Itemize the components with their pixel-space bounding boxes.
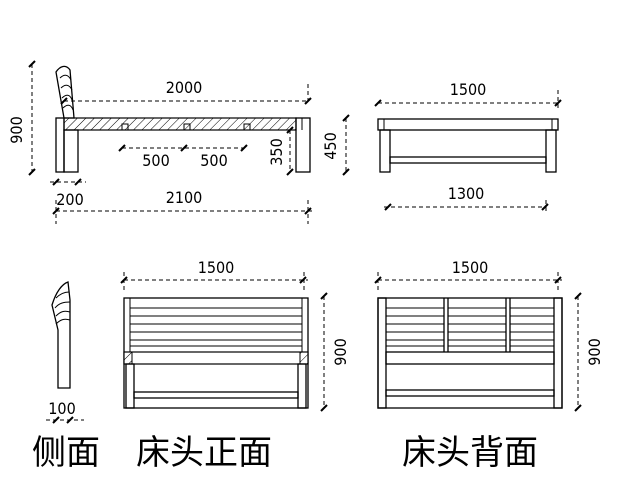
foot-end <box>295 117 311 173</box>
front-slats <box>130 307 302 347</box>
dim-bed-height: 450 <box>321 132 340 159</box>
headboard-side-detail: 100 <box>46 281 84 424</box>
end-leg-right <box>545 129 557 173</box>
bed-rail-hatched <box>63 117 297 131</box>
headboard-side <box>55 65 75 173</box>
dim-end-inner-width: 1300 <box>448 184 485 203</box>
dim-end-width: 1500 <box>450 80 487 99</box>
dim-front-height: 900 <box>331 338 350 365</box>
dim-head-side-thickness: 100 <box>48 399 75 418</box>
end-leg-left <box>379 129 391 173</box>
dim-rail-height: 350 <box>267 138 286 165</box>
head-leg <box>63 129 79 173</box>
dim-side-height: 900 <box>7 116 26 143</box>
dim-leg-spacing-2: 500 <box>200 151 227 170</box>
dim-bed-length: 2000 <box>166 78 203 97</box>
dim-front-width: 1500 <box>198 258 235 277</box>
dim-headboard-thickness: 200 <box>56 190 83 209</box>
caption-side: 侧面 <box>32 433 100 473</box>
dim-overall-length: 2100 <box>166 188 203 207</box>
dim-back-width: 1500 <box>452 258 489 277</box>
dim-leg-spacing-1: 500 <box>142 151 169 170</box>
caption-front: 床头正面 <box>136 433 272 473</box>
dim-back-height: 900 <box>585 338 604 365</box>
headboard-front: 1500 900 <box>120 258 350 412</box>
headboard-back: 1500 900 <box>374 258 604 412</box>
caption-back: 床头背面 <box>402 433 538 473</box>
end-elevation: 1500 1300 <box>374 80 562 214</box>
back-slats <box>386 307 554 347</box>
side-elevation: 900 2000 500 500 350 450 200 <box>7 60 350 224</box>
